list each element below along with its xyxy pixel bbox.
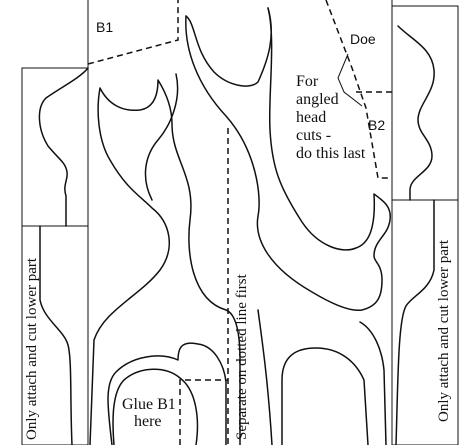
- center-deer-outline: [185, 7, 391, 445]
- doe-label: Doe: [350, 31, 376, 47]
- left-leg-profile: [38, 67, 89, 445]
- left-deer-head: [144, 73, 179, 201]
- separate-line: Separate on dotted line first: [227, 128, 250, 445]
- glue-region: Glue B1 here: [112, 368, 228, 445]
- left-deer-outline: [89, 73, 241, 445]
- b1-piece: B1: [87, 0, 179, 445]
- note-line4: cuts -: [296, 127, 331, 144]
- right-leg-profile: [395, 25, 435, 445]
- b1-label: B1: [96, 19, 113, 35]
- left-deer-body: [89, 79, 241, 445]
- left-vertical-label: Only attach and cut lower part: [24, 257, 40, 440]
- b2-dashed-outline: [325, 0, 392, 179]
- note-line2: angled: [296, 91, 339, 108]
- note-line5: do this last: [296, 145, 366, 162]
- right-panel-frame: [391, 5, 459, 445]
- b2-label: B2: [368, 117, 385, 133]
- separate-label: Separate on dotted line first: [234, 273, 250, 440]
- glue-label-line2: here: [134, 413, 162, 430]
- right-vertical-label: Only attach and cut lower part: [436, 239, 452, 422]
- glue-label-line1: Glue B1: [122, 396, 176, 413]
- glue-outline: [112, 368, 199, 445]
- note-line3: head: [296, 109, 326, 126]
- center-deer-antler-left: [185, 7, 272, 87]
- doe-b2-area: Doe B2 For angled head cuts - do this la…: [296, 0, 392, 179]
- b1-dashed-outline: [87, 0, 179, 65]
- center-deer-lower: [257, 309, 387, 445]
- center-deer-neck: [185, 7, 391, 312]
- note-line1: For: [296, 73, 319, 90]
- right-panel: [391, 0, 459, 445]
- glue-dashed: [179, 379, 228, 445]
- doe-pointer: [337, 53, 363, 107]
